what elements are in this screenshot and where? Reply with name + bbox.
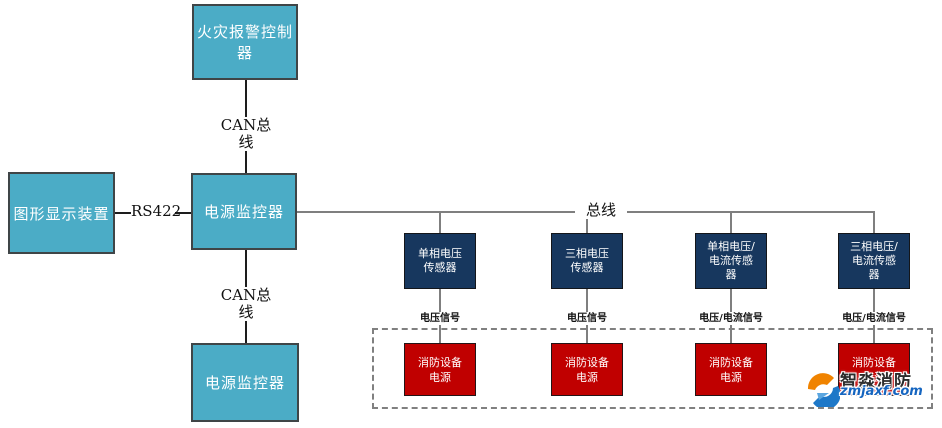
power-monitor-main-node: 电源监控器	[191, 173, 297, 250]
watermark-brand-text: 智淼消防	[840, 372, 912, 392]
bus-label: 总线	[575, 202, 627, 219]
power-monitor-secondary-node: 电源监控器	[191, 343, 299, 422]
signal-label: 电压/电流信号	[840, 312, 908, 325]
bus-drop-line-4	[873, 212, 875, 233]
watermark: 智淼消防 zmjaxf.com	[804, 366, 938, 422]
power-monitor-secondary-label: 电源监控器	[204, 374, 285, 392]
signal-label-1-wrap: 电压信号	[380, 306, 500, 325]
sensor-node-three-phase-voltage: 三相电压 传感器	[551, 233, 623, 289]
bus-drop-line-1	[439, 212, 441, 233]
fire-equipment-power-node-1: 消防设备 电源	[404, 343, 476, 396]
sensor-label: 三相电压 传感器	[565, 247, 609, 274]
brand-logo-icon	[807, 373, 840, 407]
sensor-node-three-phase-voltage-current: 三相电压/ 电流传感 器	[838, 233, 910, 289]
signal-label: 电压/电流信号	[697, 312, 765, 325]
signal-label-4-wrap: 电压/电流信号	[814, 306, 934, 325]
psu-label: 消防设备 电源	[852, 355, 896, 384]
can-bus-bottom-label: CAN总线	[214, 287, 278, 321]
psu-label: 消防设备 电源	[565, 355, 609, 384]
graphic-display-label: 图形显示装置	[13, 204, 110, 223]
power-supply-group-outline	[372, 328, 933, 409]
psu-label: 消防设备 电源	[709, 355, 753, 384]
bus-drop-line-2	[586, 212, 588, 233]
fire-equipment-power-node-4: 消防设备 电源	[838, 343, 910, 396]
signal-label: 电压信号	[418, 312, 462, 325]
sensor-label: 三相电压/ 电流传感 器	[850, 240, 898, 281]
fire-alarm-controller-label: 火灾报警控制器	[196, 23, 293, 62]
bus-drop-line-3	[730, 212, 732, 233]
sensor-node-single-phase-voltage-current: 单相电压/ 电流传感 器	[695, 233, 767, 289]
psu-label: 消防设备 电源	[418, 355, 462, 384]
fire-equipment-power-node-3: 消防设备 电源	[695, 343, 767, 396]
can-bus-top-label: CAN总线	[214, 117, 278, 151]
fire-equipment-power-node-2: 消防设备 电源	[551, 343, 623, 396]
sensor-label: 单相电压 传感器	[418, 247, 462, 274]
power-monitor-main-label: 电源监控器	[203, 203, 284, 221]
fire-alarm-controller-node: 火灾报警控制器	[192, 4, 298, 80]
signal-label-3-wrap: 电压/电流信号	[671, 306, 791, 325]
graphic-display-node: 图形显示装置	[8, 172, 115, 254]
signal-label: 电压信号	[565, 312, 609, 325]
watermark-domain-text: zmjaxf.com	[840, 384, 923, 399]
signal-label-2-wrap: 电压信号	[527, 306, 647, 325]
rs422-label: RS422	[131, 202, 182, 220]
sensor-node-single-phase-voltage: 单相电压 传感器	[404, 233, 476, 289]
sensor-label: 单相电压/ 电流传感 器	[707, 240, 755, 281]
